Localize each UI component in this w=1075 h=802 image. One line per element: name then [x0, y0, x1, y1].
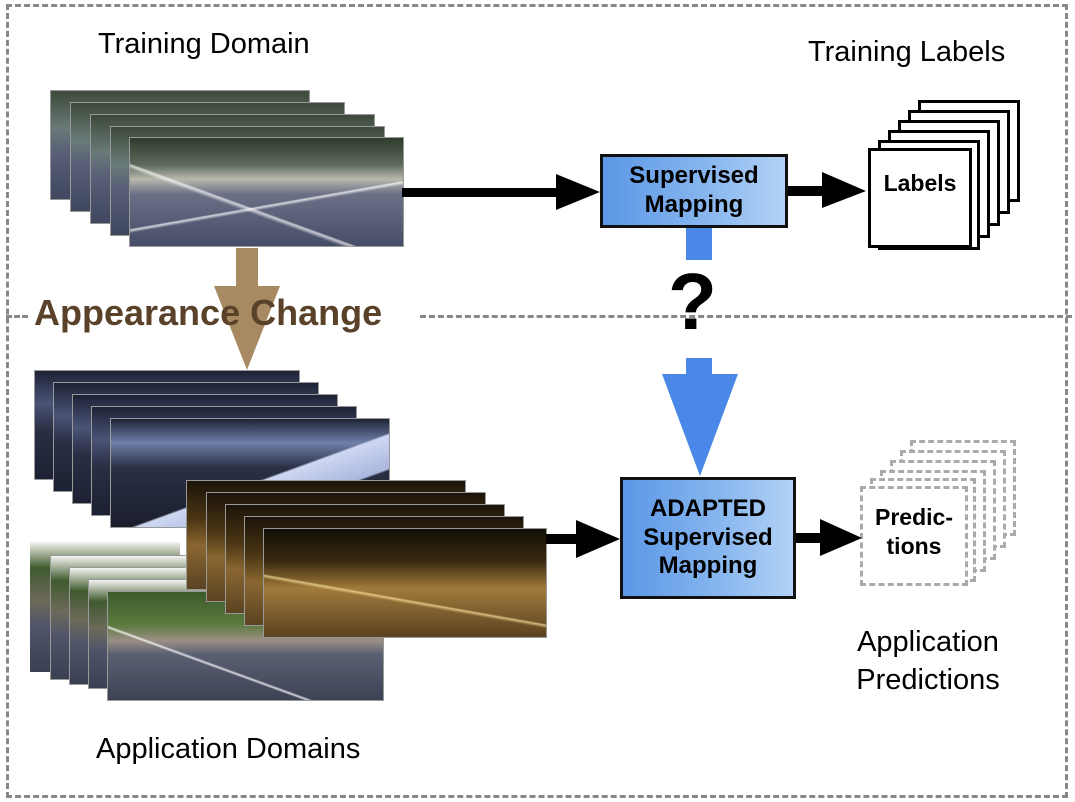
section-divider-left — [6, 315, 28, 318]
application-predictions-label: Application Predictions — [838, 624, 1018, 699]
night-image-front — [263, 528, 547, 638]
adapted-mapping-box: ADAPTED Supervised Mapping — [620, 477, 796, 599]
adapted-mapping-line1: ADAPTED — [649, 494, 766, 522]
application-predictions-line1: Application — [857, 626, 999, 658]
diagram-frame — [6, 4, 1068, 798]
question-mark: ? — [668, 257, 717, 346]
application-predictions-line2: Predictions — [856, 663, 1000, 696]
training-domain-label: Training Domain — [98, 28, 310, 60]
supervised-mapping-box: Supervised Mapping — [600, 154, 788, 228]
predictions-line2: tions — [886, 533, 942, 559]
predictions-line1: Predic- — [875, 504, 953, 531]
label-card-front — [868, 148, 972, 248]
section-divider-right — [420, 315, 1072, 318]
adapted-mapping-line2: Supervised — [643, 523, 773, 551]
training-image-front — [129, 137, 404, 247]
training-labels-label: Training Labels — [808, 36, 1006, 68]
supervised-mapping-line2: Mapping — [644, 191, 744, 218]
application-domains-label: Application Domains — [96, 733, 361, 765]
prediction-card-front — [860, 486, 968, 586]
supervised-mapping-line1: Supervised — [629, 162, 759, 190]
predictions-text: Predic- tions — [860, 492, 968, 572]
appearance-change-label: Appearance Change — [34, 292, 383, 333]
labels-text: Labels — [883, 169, 957, 196]
adapted-mapping-line3: Mapping — [658, 552, 758, 580]
